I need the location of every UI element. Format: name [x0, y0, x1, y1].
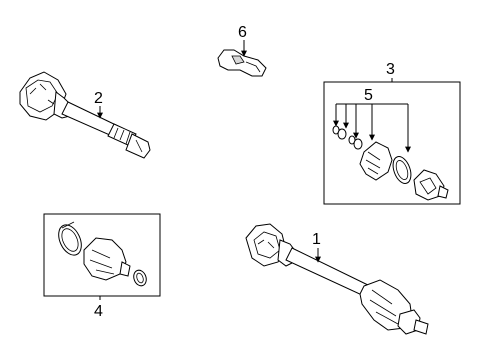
callout-2: 2	[94, 90, 103, 107]
boot-kit-components	[332, 125, 449, 201]
callout-5: 5	[364, 87, 373, 104]
axle-shaft-part-2	[19, 71, 151, 159]
callout-6: 6	[238, 24, 247, 41]
callout-1: 1	[312, 231, 321, 248]
kit-box-part-4	[43, 213, 161, 297]
axle-shaft-part-1	[245, 223, 429, 335]
boot-kit-components-4	[58, 221, 147, 287]
leader-lines-5	[333, 103, 411, 153]
callout-4: 4	[94, 303, 103, 320]
clip-part-6	[217, 49, 267, 77]
callout-3: 3	[386, 61, 395, 78]
